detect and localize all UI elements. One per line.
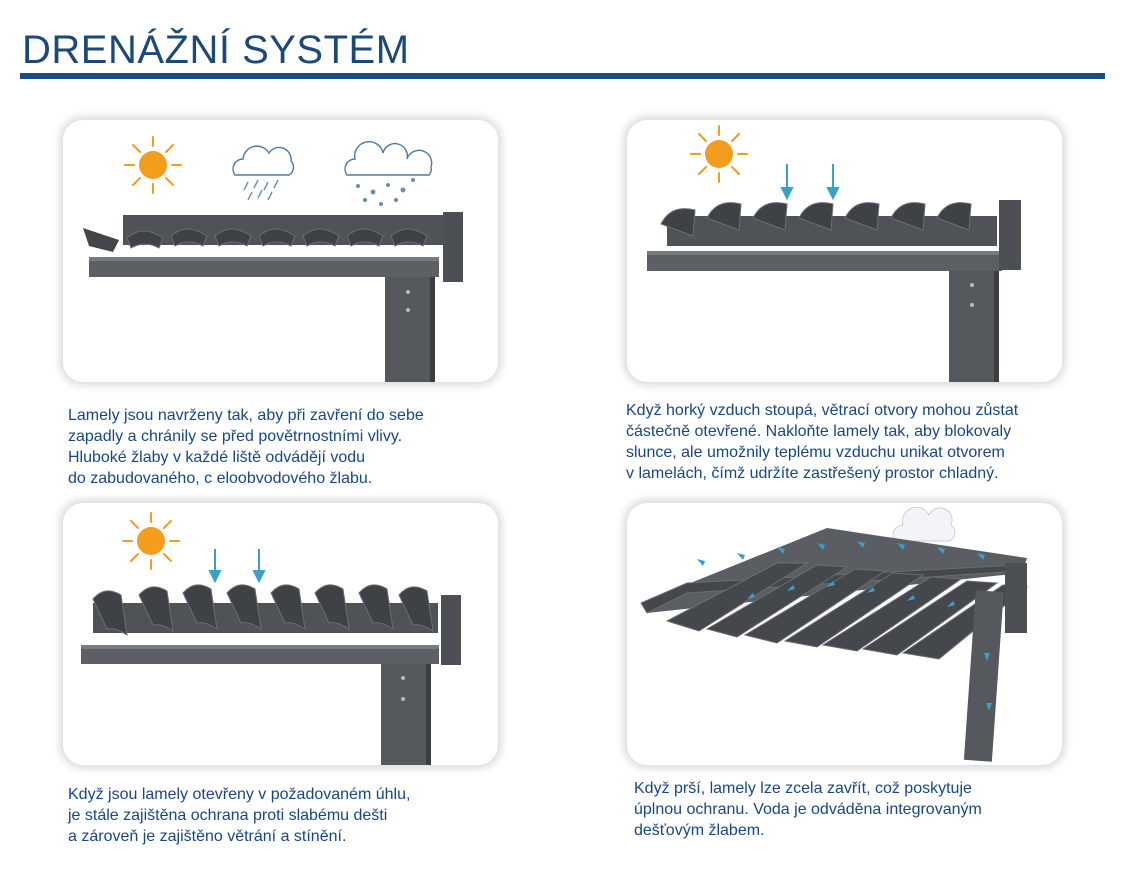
closed-louvres-illustration xyxy=(83,136,463,382)
sun-icon xyxy=(122,512,180,570)
cloud-icon xyxy=(892,506,956,542)
down-arrow-icon xyxy=(780,164,794,201)
open-louvres-illustration xyxy=(81,512,461,765)
panel-open-louvres xyxy=(63,503,498,765)
title-divider xyxy=(20,73,1105,79)
partially-open-louvres-illustration xyxy=(647,125,1021,382)
water-flow-arrows-icon xyxy=(697,541,992,711)
pergola-structure xyxy=(647,200,1021,382)
snow-cloud-icon xyxy=(344,141,433,206)
down-arrow-icon xyxy=(252,549,266,584)
down-arrow-icon xyxy=(826,164,840,201)
pergola-structure xyxy=(640,528,1029,762)
rain-cloud-icon xyxy=(232,145,295,201)
panel-rain-drainage xyxy=(627,503,1062,765)
panel-3-caption: Když jsou lamely otevřeny v požadovaném … xyxy=(68,786,411,845)
pergola-structure xyxy=(81,584,461,765)
pergola-structure xyxy=(83,212,463,382)
sun-icon xyxy=(124,136,182,194)
panel-4-caption: Když prší, lamely lze zcela zavřít, což … xyxy=(634,780,982,839)
panel-1-caption: Lamely jsou navrženy tak, aby při zavřen… xyxy=(68,407,424,487)
sun-icon xyxy=(690,125,748,183)
panel-closed-louvres xyxy=(63,120,498,382)
panel-2-caption: Když horký vzduch stoupá, větrací otvory… xyxy=(626,402,1019,482)
panel-partially-open-louvres xyxy=(627,120,1062,382)
page-title: DRENÁŽNÍ SYSTÉM xyxy=(22,28,410,72)
down-arrow-icon xyxy=(208,549,222,584)
rain-drainage-illustration xyxy=(640,506,1029,762)
